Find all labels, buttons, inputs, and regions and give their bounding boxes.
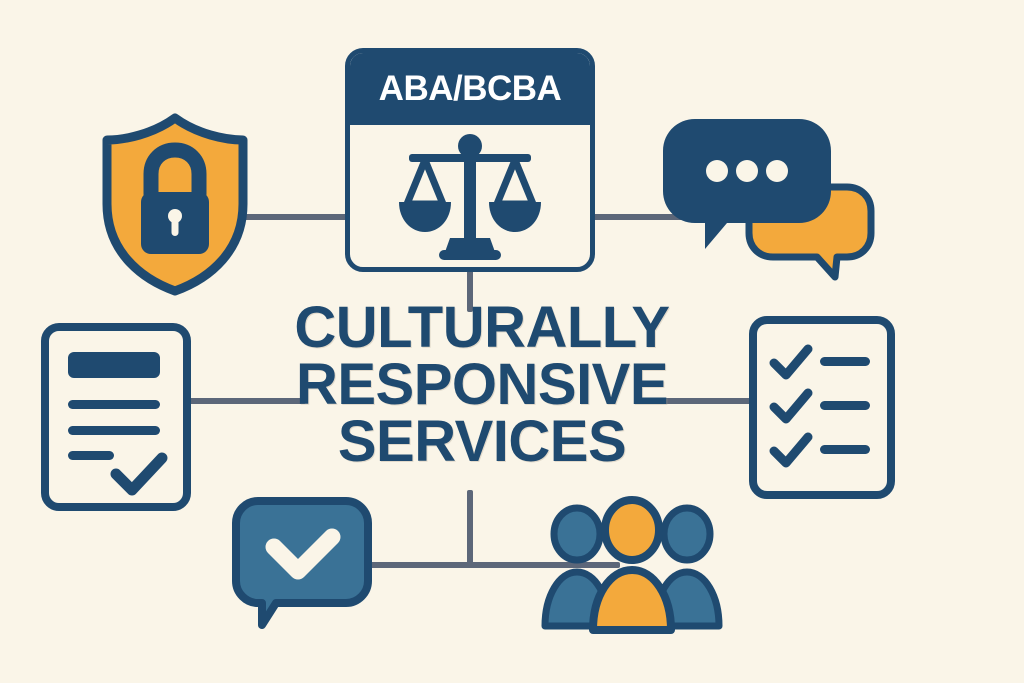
aba-bcba-card-body [350,125,590,267]
checklist-check-1 [769,344,813,380]
speech-dot-3 [766,160,788,182]
people-group-icon [541,496,723,634]
document-header-block [68,352,160,378]
aba-bcba-label: ABA/BCBA [378,69,562,108]
aba-bcba-card[interactable]: ABA/BCBA [345,48,595,272]
title-line-2: RESPONSIVE [295,351,669,417]
speech-bubbles-icon [663,119,875,281]
checklist-node[interactable] [748,315,896,500]
connector-card-to-speech [588,214,708,220]
speech-bubble-check-icon [232,497,372,629]
checklist-line-2 [820,401,870,410]
checklist-icon [749,316,895,499]
speech-bubbles-node[interactable] [663,115,880,281]
checklist-check-3 [769,432,813,468]
page-title: CULTURALLY RESPONSIVE SERVICES [282,295,682,474]
connector-bottom-rail [348,562,620,568]
title-line-3: SERVICES [337,408,627,474]
document-checkmark-icon-mark [110,452,168,496]
checklist-line-1 [820,357,870,366]
connector-title-to-checklist [652,398,758,404]
speech-dot-2 [736,160,758,182]
check-bubble-node[interactable] [232,495,374,632]
checklist-line-3 [820,445,870,454]
speech-bubble-primary [663,119,831,249]
document-line-2 [68,426,160,435]
shield-lock-icon [102,113,248,296]
person-center [589,496,675,634]
check-bubble-mark [265,528,341,580]
speech-dot-1 [706,160,728,182]
document-line-3 [68,451,114,460]
document-line-1 [68,400,160,409]
people-group-node[interactable] [541,496,723,635]
title-line-1: CULTURALLY [294,295,670,360]
person-left [541,504,613,630]
connector-title-to-bottom [467,490,473,565]
person-right [651,504,723,630]
aba-bcba-card-header: ABA/BCBA [350,53,590,125]
document-checkmark-icon [41,323,191,511]
connector-card-to-title [467,266,473,312]
connector-document-to-title [186,398,306,404]
shield-lock-node[interactable] [95,112,255,297]
scales-of-justice-icon [399,134,541,260]
checklist-check-2 [769,388,813,424]
connector-shield-to-card [238,214,356,220]
document-node[interactable] [40,322,192,512]
